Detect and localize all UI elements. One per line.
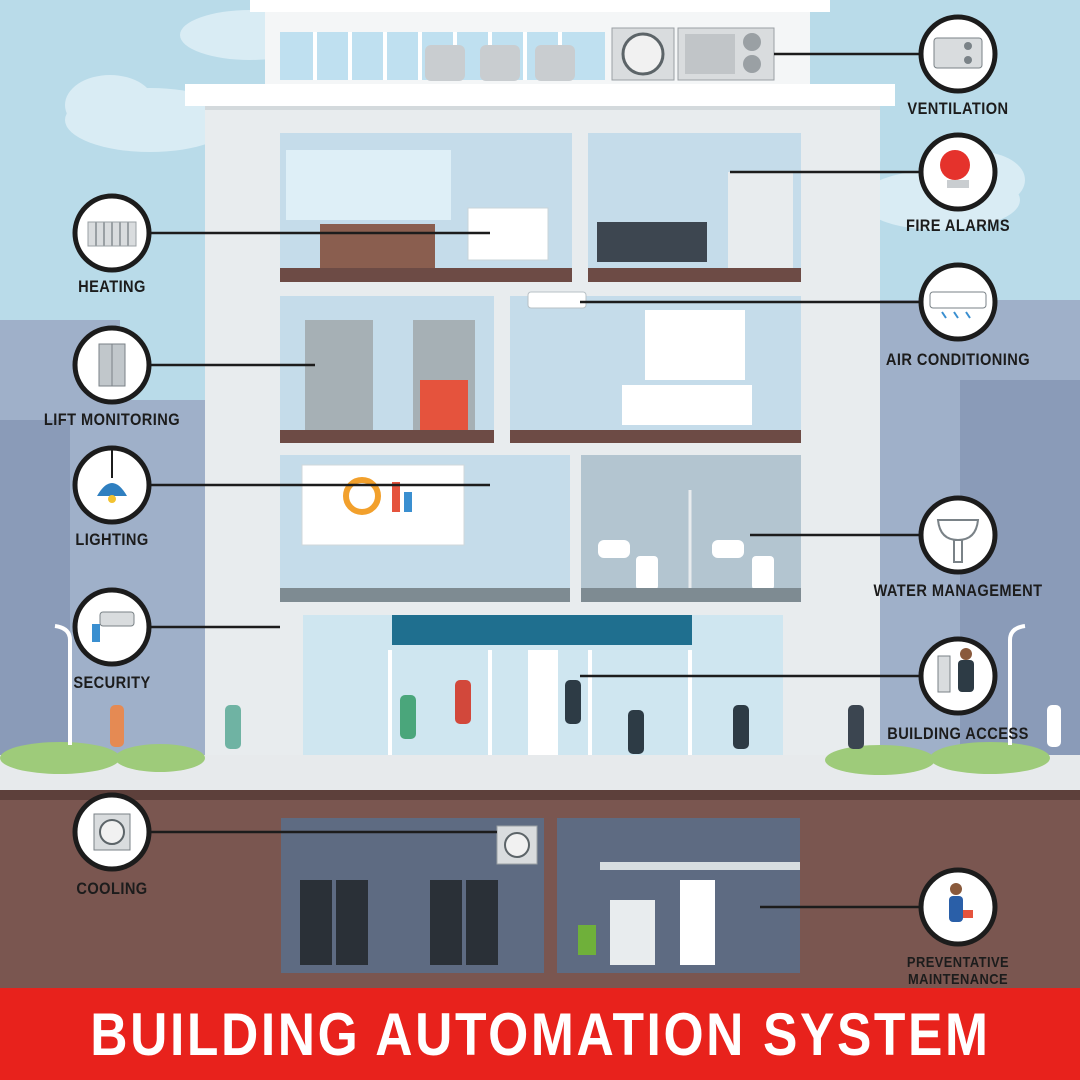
access-keypad-icon xyxy=(918,636,998,716)
fire-alarms-label: FIRE ALARMS xyxy=(905,216,1011,235)
roof-top xyxy=(250,0,830,12)
title-banner: BUILDING AUTOMATION SYSTEM xyxy=(0,988,1080,1080)
cooling-label: COOLING xyxy=(76,879,148,898)
technician-icon xyxy=(918,867,998,947)
callout-circles xyxy=(72,14,998,947)
elevator-icon xyxy=(72,325,152,405)
pendant-lamp-icon xyxy=(72,445,152,525)
radiator-icon xyxy=(72,193,152,273)
boiler-room xyxy=(557,818,800,973)
ventilation-unit-icon xyxy=(918,14,998,94)
water-management-label: WATER MANAGEMENT xyxy=(873,581,1043,600)
roof-vents xyxy=(425,45,575,81)
lift-monitoring-label: LIFT MONITORING xyxy=(43,410,181,429)
preventative-maintenance-label: PREVENTATIVE MAINTENANCE xyxy=(906,954,1010,988)
fire-alarm-bell-icon xyxy=(918,132,998,212)
street-lamps xyxy=(54,624,1026,745)
lighting-label: LIGHTING xyxy=(75,530,149,549)
leader-lines xyxy=(148,52,922,909)
heating-label: HEATING xyxy=(78,277,146,296)
air-conditioner-icon xyxy=(918,262,998,342)
pedestrians xyxy=(110,680,1061,754)
security-camera-icon xyxy=(72,587,152,667)
air-conditioning-label: AIR CONDITIONING xyxy=(885,350,1031,369)
security-label: SECURITY xyxy=(73,673,151,692)
wall-ac-unit xyxy=(527,291,587,309)
sink-icon xyxy=(918,495,998,575)
page-title: BUILDING AUTOMATION SYSTEM xyxy=(89,1000,991,1068)
ventilation-label: VENTILATION xyxy=(907,99,1009,118)
building-access-label: BUILDING ACCESS xyxy=(887,724,1029,743)
bushes xyxy=(0,742,1050,775)
cooling-fan-icon xyxy=(72,792,152,872)
